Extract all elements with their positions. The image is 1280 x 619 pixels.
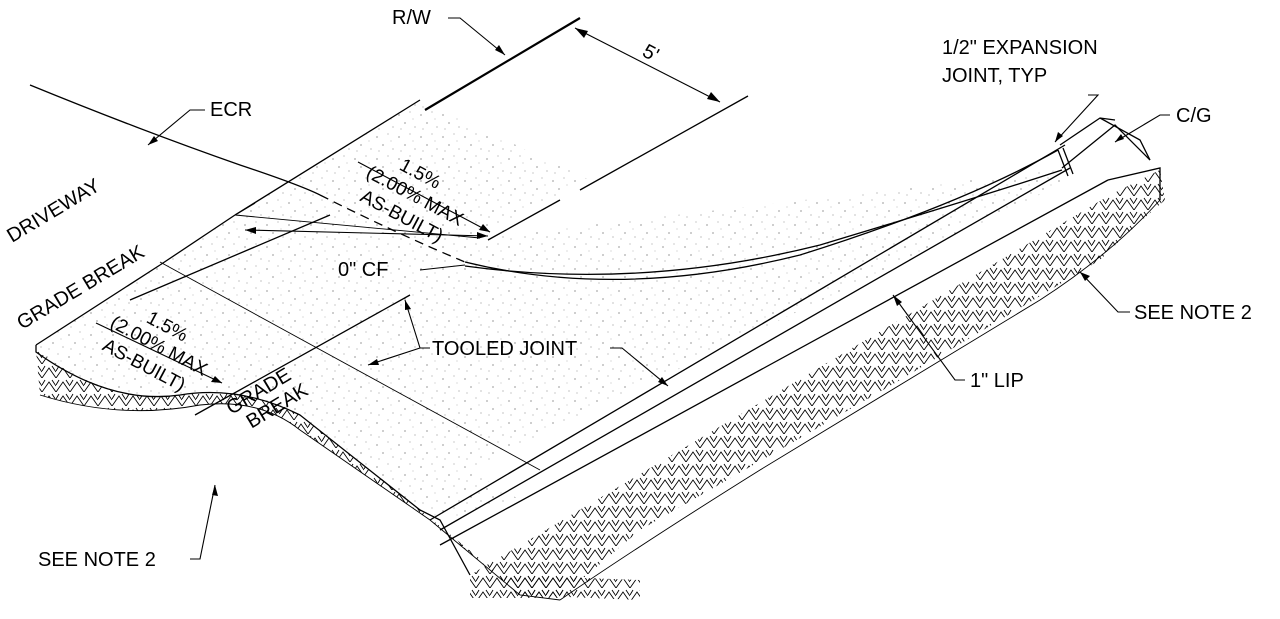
label-0-cf: 0" CF	[338, 259, 388, 281]
slab-surface-upper	[235, 100, 590, 238]
leader-1in-lip	[892, 294, 965, 381]
leader-cg	[1114, 114, 1170, 143]
leader-tooled-c	[610, 347, 669, 387]
slope-arrowhead-lower	[211, 376, 222, 383]
leader-expansion	[1054, 94, 1100, 143]
dim-5ft-arrow-a	[575, 28, 588, 38]
rw-line-lower	[234, 202, 256, 216]
slab-surface-middle	[160, 170, 1070, 470]
label-see-note-right: SEE NOTE 2	[1134, 302, 1252, 324]
arrow-cg	[1115, 134, 1124, 142]
label-driveway: DRIVEWAY	[3, 175, 104, 248]
slope-arrowhead-upper	[479, 224, 490, 232]
flare-curve-outer	[464, 149, 1059, 281]
arrow-expansion	[1055, 132, 1063, 142]
slab-surface-lower	[36, 265, 520, 520]
arrow-see-note-right	[1080, 272, 1090, 281]
curb-face	[1107, 167, 1161, 200]
dim-5ft-arrow-b	[707, 92, 720, 102]
expansion-joint-line-b	[1062, 147, 1074, 175]
leader-0cf	[419, 264, 466, 271]
leader-see-note-right	[1079, 271, 1130, 313]
curb-top-2	[1061, 124, 1151, 169]
arrow-1in-lip	[893, 295, 902, 306]
leader-ecr	[147, 109, 205, 146]
expansion-joint-line	[1057, 149, 1069, 177]
leader-see-note-left	[190, 484, 216, 560]
dim-5ft-line	[574, 27, 721, 103]
slope-arrow-lower	[95, 322, 223, 384]
leader-rw	[448, 17, 506, 56]
arrow-tooled-b	[368, 359, 379, 365]
arrow-see-note-left	[212, 485, 218, 496]
label-ecr: ECR	[210, 99, 252, 121]
ecr-curve	[29, 84, 321, 196]
slope-arrow-upper	[357, 161, 491, 233]
label-cg: C/G	[1176, 105, 1212, 127]
gutter-edge-1	[429, 144, 1066, 521]
soil-edge-left	[39, 394, 561, 601]
slab-grade-break-edge	[159, 214, 236, 266]
grade-break-line-2	[234, 214, 481, 239]
slab-front-edge	[35, 345, 471, 576]
ecr-curve-dashed	[319, 194, 466, 263]
label-rw: R/W	[392, 7, 431, 29]
tooled-joint-line-1	[194, 294, 411, 416]
label-tooled-joint: TOOLED JOINT	[432, 338, 577, 360]
gutter-edge-2	[439, 167, 1071, 531]
rw-line-solid	[424, 17, 581, 111]
soil-edge-right	[559, 199, 1161, 601]
arrow-ecr	[148, 136, 158, 145]
slab-back-edge	[234, 99, 421, 216]
gutter-edge-3	[439, 179, 1109, 546]
dim-grade-arrow-a	[245, 227, 256, 234]
dim-grade-width	[244, 229, 489, 237]
arrow-tooled-c	[658, 377, 668, 386]
curb-end	[1099, 117, 1151, 161]
label-expansion-line2: JOINT, TYP	[942, 65, 1047, 87]
slab-left-edge	[35, 264, 161, 346]
label-1in-lip: 1" LIP	[970, 370, 1024, 392]
arrow-tooled-a	[405, 300, 411, 310]
tooled-joint-line-2	[129, 214, 331, 301]
grade-break-line-1	[159, 261, 541, 471]
label-see-note-left: SEE NOTE 2	[38, 549, 156, 571]
label-expansion-line1: 1/2" EXPANSION	[942, 37, 1098, 59]
offset-line-5ft	[579, 95, 749, 191]
arrow-rw	[495, 45, 505, 55]
soil-hatch-right	[470, 170, 1165, 598]
offset-line-5ft-b	[487, 199, 561, 241]
dim-grade-arrow-b	[477, 232, 488, 239]
flare-curve-inner	[464, 169, 1063, 275]
